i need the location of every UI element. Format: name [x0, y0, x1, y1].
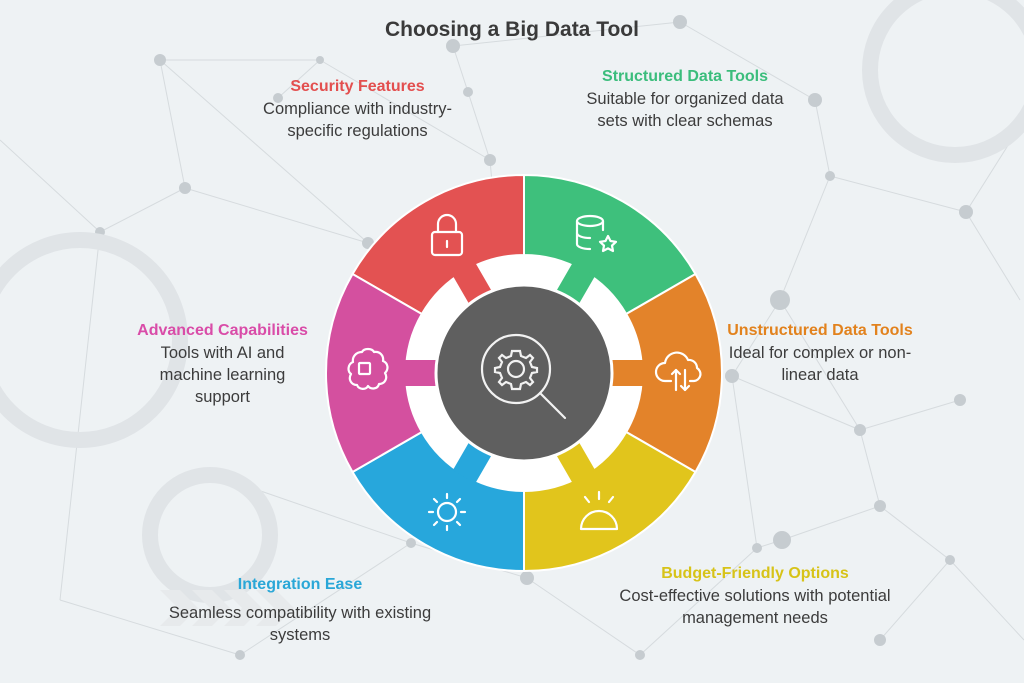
spoke-advanced — [404, 360, 440, 386]
database-star-icon — [575, 214, 618, 253]
spoke-unstructured — [608, 360, 644, 386]
unstructured-data-tools-description: Ideal for complex or non-linear data — [728, 344, 912, 384]
integration-ease-label: Integration Ease Seamless compatibility … — [160, 574, 440, 646]
advanced-capabilities-label: Advanced Capabilities Tools with AI and … — [135, 320, 310, 408]
unstructured-data-tools-heading: Unstructured Data Tools — [727, 322, 913, 339]
advanced-capabilities-description: Tools with AI and machine learning suppo… — [159, 344, 286, 406]
budget-friendly-options-label: Budget-Friendly Options Cost-effective s… — [600, 563, 910, 629]
structured-data-tools-description: Suitable for organized data sets with cl… — [586, 90, 784, 130]
sunrise-icon — [579, 490, 619, 531]
advanced-capabilities-heading: Advanced Capabilities — [137, 322, 308, 339]
unstructured-data-tools-label: Unstructured Data Tools Ideal for comple… — [720, 320, 920, 386]
gear-search-icon — [480, 333, 567, 420]
security-features-label: Security Features Compliance with indust… — [255, 76, 460, 142]
security-features-description: Compliance with industry-specific regula… — [263, 100, 452, 140]
page-title: Choosing a Big Data Tool — [385, 18, 639, 41]
cloud-transfer-icon — [654, 351, 702, 392]
budget-friendly-options-heading: Budget-Friendly Options — [661, 565, 849, 582]
integration-ease-description: Seamless compatibility with existing sys… — [168, 604, 432, 644]
structured-data-tools-label: Structured Data Tools Suitable for organ… — [575, 66, 795, 132]
sun-icon — [427, 492, 467, 532]
structured-data-tools-heading: Structured Data Tools — [602, 68, 768, 85]
security-features-heading: Security Features — [290, 78, 425, 95]
integration-ease-heading: Integration Ease — [237, 576, 363, 593]
lock-icon — [430, 213, 464, 257]
brain-chip-icon — [347, 347, 389, 390]
budget-friendly-options-description: Cost-effective solutions with potential … — [619, 587, 891, 627]
